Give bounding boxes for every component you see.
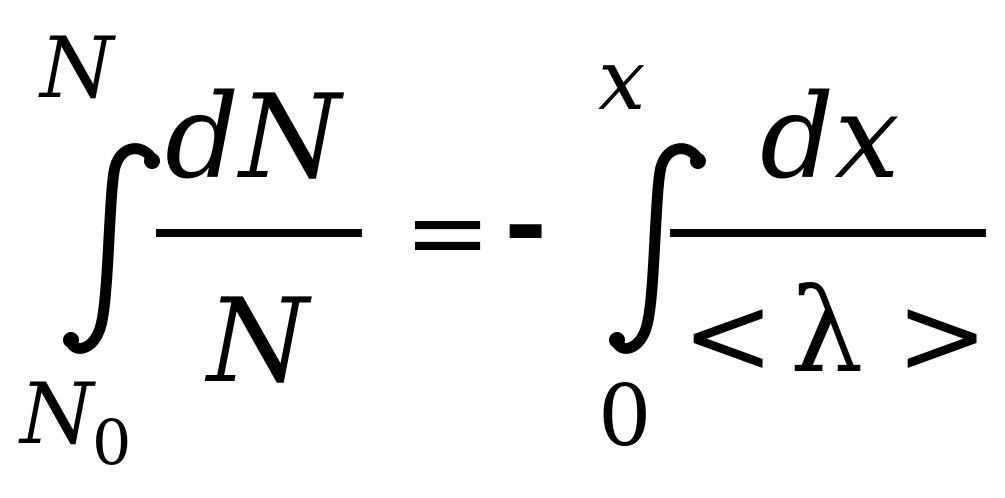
left-integral-sign bbox=[63, 143, 160, 354]
right-lower-limit: 0 bbox=[598, 367, 652, 465]
left-lower-limit-base: N bbox=[20, 365, 94, 463]
left-upper-limit: N bbox=[40, 19, 114, 117]
right-integral-sign bbox=[609, 143, 706, 354]
left-numerator: dN bbox=[165, 70, 341, 205]
denominator-close-angle: > bbox=[896, 271, 989, 399]
minus-sign: - bbox=[504, 161, 548, 284]
denominator-open-angle: < bbox=[682, 271, 775, 399]
left-lower-limit-subscript: 0 bbox=[92, 406, 132, 479]
left-fraction-bar bbox=[156, 229, 362, 237]
right-fraction-bar bbox=[670, 229, 986, 237]
right-upper-limit: x bbox=[598, 31, 646, 129]
left-denominator: N bbox=[207, 274, 309, 409]
denominator-lambda: λ bbox=[790, 264, 864, 399]
equals-sign: = bbox=[404, 171, 492, 293]
right-numerator: dx bbox=[760, 70, 900, 205]
